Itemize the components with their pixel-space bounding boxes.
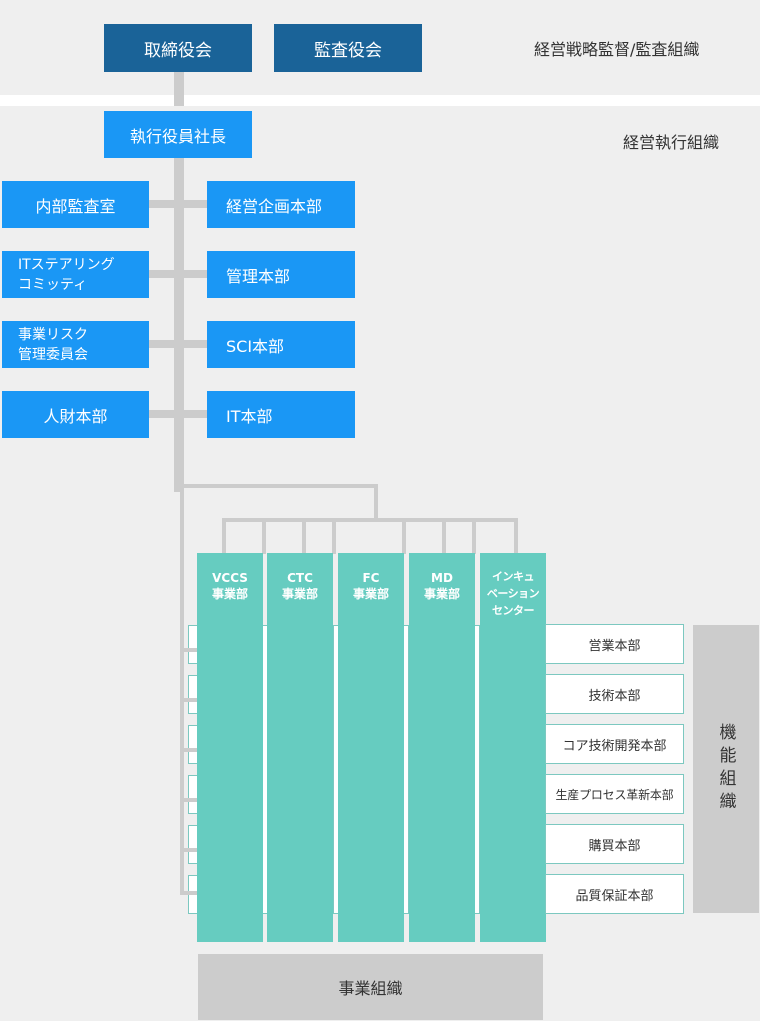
functional-unit-procurement: 購買本部 [545, 824, 684, 864]
functional-unit-sales: 営業本部 [545, 624, 684, 664]
audit-board-box: 監査役会 [274, 24, 422, 72]
sci-division-box: SCI本部 [207, 321, 355, 368]
business-unit-vccs: VCCS 事業部 [197, 553, 263, 942]
functional-org-label: 機能組織 [693, 625, 759, 913]
connector-drop-6 [442, 518, 446, 554]
human-resources-box: 人財本部 [2, 391, 149, 438]
functional-tick-4 [180, 798, 198, 802]
business-org-label: 事業組織 [198, 954, 543, 1020]
connector-row-2 [149, 270, 207, 278]
president-box: 執行役員社長 [104, 111, 252, 158]
administration-box: 管理本部 [207, 251, 355, 298]
board-of-directors-box: 取締役会 [104, 24, 252, 72]
connector-functional-trunk [180, 490, 190, 895]
functional-unit-engineering: 技術本部 [545, 674, 684, 714]
functional-tick-3 [180, 748, 198, 752]
risk-management-committee-box: 事業リスク 管理委員会 [2, 321, 149, 368]
business-unit-ctc: CTC 事業部 [267, 553, 333, 942]
connector-row-4 [149, 410, 207, 418]
connector-trunk [174, 158, 184, 492]
connector-business-bus [222, 518, 518, 554]
business-unit-incubation: インキュ ベーション センター [480, 553, 546, 942]
it-steering-committee-box: ITステアリング コミッティ [2, 251, 149, 298]
functional-tick-2 [180, 698, 198, 702]
internal-audit-box: 内部監査室 [2, 181, 149, 228]
functional-tick-6 [180, 891, 198, 895]
corporate-planning-box: 経営企画本部 [207, 181, 355, 228]
functional-unit-production-process: 生産プロセス革新本部 [545, 774, 684, 814]
execution-label: 経営執行組織 [623, 133, 720, 152]
it-division-box: IT本部 [207, 391, 355, 438]
connector-row-1 [149, 200, 207, 208]
functional-tick-5 [180, 848, 198, 852]
connector-drop-2 [262, 518, 266, 554]
connector-drop-3 [302, 518, 306, 554]
functional-unit-quality: 品質保証本部 [545, 874, 684, 914]
business-unit-md: MD 事業部 [409, 553, 475, 942]
functional-unit-core-tech: コア技術開発本部 [545, 724, 684, 764]
connector-business-branch [180, 484, 378, 522]
connector-drop-4 [332, 518, 336, 554]
connector-row-3 [149, 340, 207, 348]
connector-drop-5 [402, 518, 406, 554]
connector-governance [174, 72, 184, 106]
governance-label: 経営戦略監督/監査組織 [534, 40, 700, 59]
connector-drop-7 [472, 518, 476, 554]
functional-tick-1 [180, 648, 198, 652]
business-unit-fc: FC 事業部 [338, 553, 404, 942]
